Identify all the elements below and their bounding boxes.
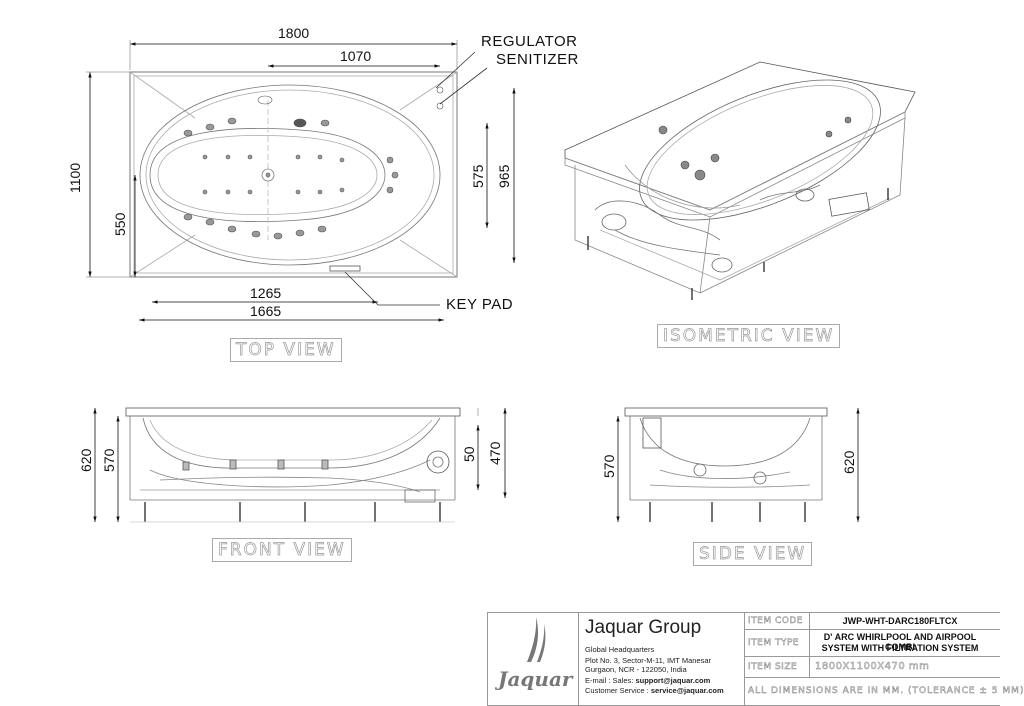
spec-grid: ITEM CODE JWP-WHT-DARC180FLTCX ITEM TYPE… <box>745 613 1024 705</box>
row-item-code: ITEM CODE JWP-WHT-DARC180FLTCX <box>745 613 1000 630</box>
front-view-drawing <box>125 407 461 523</box>
item-code-value: JWP-WHT-DARC180FLTCX <box>842 616 958 626</box>
front-dim-470: 470 <box>487 441 503 465</box>
service-email-link[interactable]: service@jaquar.com <box>650 686 724 695</box>
isometric-view-drawing <box>564 61 916 300</box>
dim-1665: 1665 <box>250 303 281 319</box>
top-view-drawing <box>129 71 458 278</box>
service-label: Customer Service : <box>585 686 651 695</box>
side-dim-620: 620 <box>841 450 857 474</box>
title-block: Jaquar Jaquar Group Global Headquarters … <box>487 612 1024 706</box>
dim-1800: 1800 <box>278 25 309 41</box>
isometric-view-label: ISOMETRIC VIEW <box>657 324 841 348</box>
email-link[interactable]: support@jaquar.com <box>635 676 711 685</box>
spec-divider <box>809 613 810 677</box>
email-line: E-mail : Sales: support@jaquar.com <box>585 676 710 685</box>
dim-1070: 1070 <box>340 48 371 64</box>
front-dim-50: 50 <box>461 446 477 462</box>
side-view-dimensions <box>616 408 860 522</box>
email-label: E-mail : Sales: <box>585 676 636 685</box>
senitizer-callout: SENITIZER <box>496 51 579 68</box>
item-type-line-2: SYSTEM WITH FILTRATION SYSTEM <box>821 643 979 653</box>
item-type-line-1: D' ARC WHIRLPOOL AND AIRPOOL COMBI <box>823 632 977 652</box>
company-name: Jaquar Group <box>585 617 702 638</box>
address-line-2: Gurgaon, NCR - 122050, India <box>585 665 687 674</box>
hq-label: Global Headquarters <box>585 645 655 654</box>
logo-cell: Jaquar <box>488 613 579 705</box>
row-item-size: ITEM SIZE 1800X1100X470 mm <box>745 657 1000 678</box>
front-view-label: FRONT VIEW <box>212 538 352 562</box>
item-type-label: ITEM TYPE <box>748 638 800 649</box>
item-size-label: ITEM SIZE <box>748 662 798 673</box>
dimensions-note: ALL DIMENSIONS ARE IN MM. (TOLERANCE ± 5… <box>748 686 1024 697</box>
dim-1100: 1100 <box>67 163 83 193</box>
company-cell: Jaquar Group Global Headquarters Plot No… <box>579 613 745 705</box>
row-item-type: ITEM TYPE D' ARC WHIRLPOOL AND AIRPOOL C… <box>745 630 1000 657</box>
regulator-callout: REGULATOR <box>481 33 578 50</box>
jaquar-logo-mark <box>527 617 546 662</box>
dim-1265: 1265 <box>250 285 281 301</box>
top-view-label: TOP VIEW <box>230 338 342 362</box>
front-view-dimensions <box>93 408 507 522</box>
dim-965: 965 <box>496 164 512 188</box>
item-size-value: 1800X1100X470 mm <box>815 661 930 673</box>
logo-wordmark: Jaquar <box>498 667 573 691</box>
dim-550: 550 <box>112 212 128 236</box>
side-dim-570: 570 <box>601 454 617 478</box>
dim-575: 575 <box>470 164 486 188</box>
address-line-1: Plot No. 3, Sector-M-11, IMT Manesar <box>585 656 712 665</box>
front-dim-620: 620 <box>78 448 94 472</box>
side-view-drawing <box>624 407 828 522</box>
technical-drawing: 1800 1070 1100 550 575 965 1265 1665 <box>67 25 916 662</box>
service-line: Customer Service : service@jaquar.com <box>585 686 724 695</box>
key-pad-callout: KEY PAD <box>446 296 514 313</box>
item-code-label: ITEM CODE <box>748 616 803 627</box>
top-view-dimensions <box>86 40 516 322</box>
side-view-label: SIDE VIEW <box>693 542 813 566</box>
front-dim-570: 570 <box>101 448 117 472</box>
